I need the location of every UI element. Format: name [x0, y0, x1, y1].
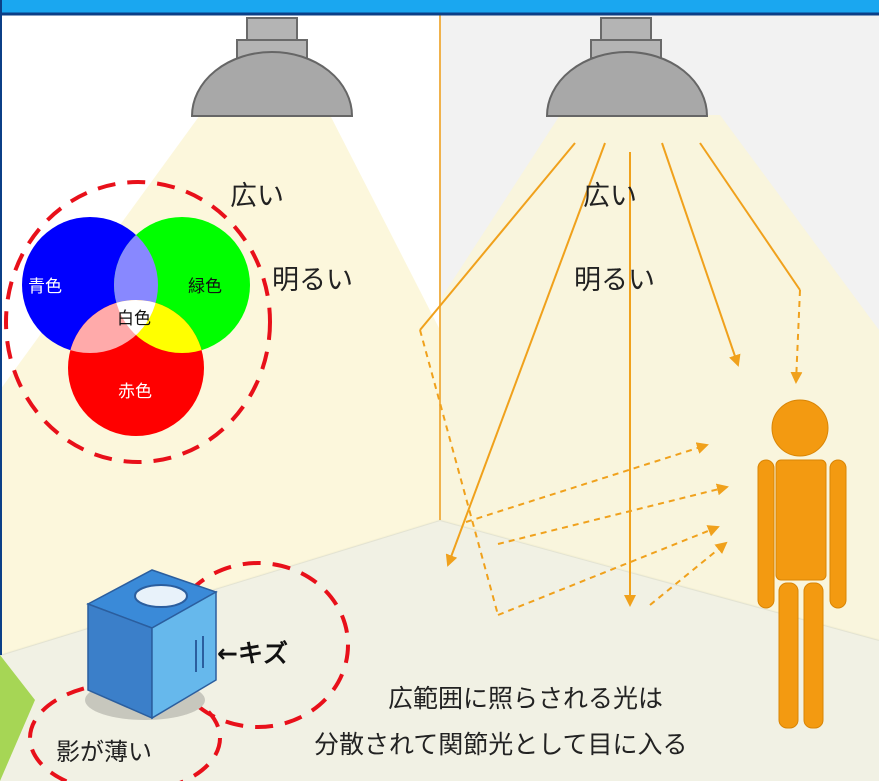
- person-torso: [775, 459, 827, 581]
- left-edge-triangle: [0, 655, 35, 781]
- box-front-face: [151, 590, 217, 720]
- text-labels: 広い 明るい 広い 明るい 青色 緑色 白色 赤色 ←キズ 影が薄い 広範囲に照…: [28, 181, 688, 766]
- blue-box: [86, 569, 218, 720]
- green-red-overlap: [114, 300, 204, 353]
- right-wide-label: 広い: [583, 181, 637, 212]
- caption-line-1: 広範囲に照らされる光は: [388, 684, 663, 713]
- color-dashed-circle: [4, 180, 272, 464]
- rgb-color-circles: [22, 217, 250, 436]
- left-bright-label: 明るい: [272, 265, 353, 296]
- light-rays: [419, 142, 803, 616]
- ray-to-floor-left: [445, 142, 606, 567]
- ray-to-right: [699, 142, 801, 291]
- shadow-dashed-circle: [28, 681, 222, 781]
- reflect-right-down: [790, 289, 803, 384]
- blue-red-overlap: [68, 300, 158, 353]
- person-right-leg: [803, 582, 824, 729]
- scratch-label: ←キズ: [217, 639, 288, 668]
- ray-to-left-wall: [419, 142, 576, 331]
- person-right-arm: [829, 459, 847, 609]
- right-lamp: [545, 17, 709, 117]
- blue-label: 青色: [28, 277, 62, 297]
- right-bright-label: 明るい: [574, 265, 655, 296]
- person-head: [771, 399, 829, 457]
- floor: [0, 520, 879, 781]
- shadow-light-label: 影が薄い: [56, 738, 152, 766]
- white-label: 白色: [117, 309, 151, 329]
- person-left-arm: [757, 459, 775, 609]
- box-hole: [134, 584, 188, 608]
- reflect-floor-to-person-3: [649, 541, 728, 606]
- top-bar: [0, 0, 879, 14]
- left-lamp: [190, 17, 354, 117]
- person-figure: [757, 399, 847, 729]
- person-left-leg: [778, 582, 799, 729]
- caption-line-2: 分散されて関節光として目に入る: [314, 730, 688, 759]
- scratch-dashed-circle: [166, 561, 350, 729]
- ray-to-person-head: [661, 142, 741, 367]
- left-wide-label: 広い: [230, 181, 284, 212]
- reflect-wall-to-person: [465, 442, 709, 523]
- reflect-left-wall-down: [419, 329, 499, 616]
- red-label: 赤色: [118, 382, 152, 402]
- green-label: 緑色: [188, 277, 222, 297]
